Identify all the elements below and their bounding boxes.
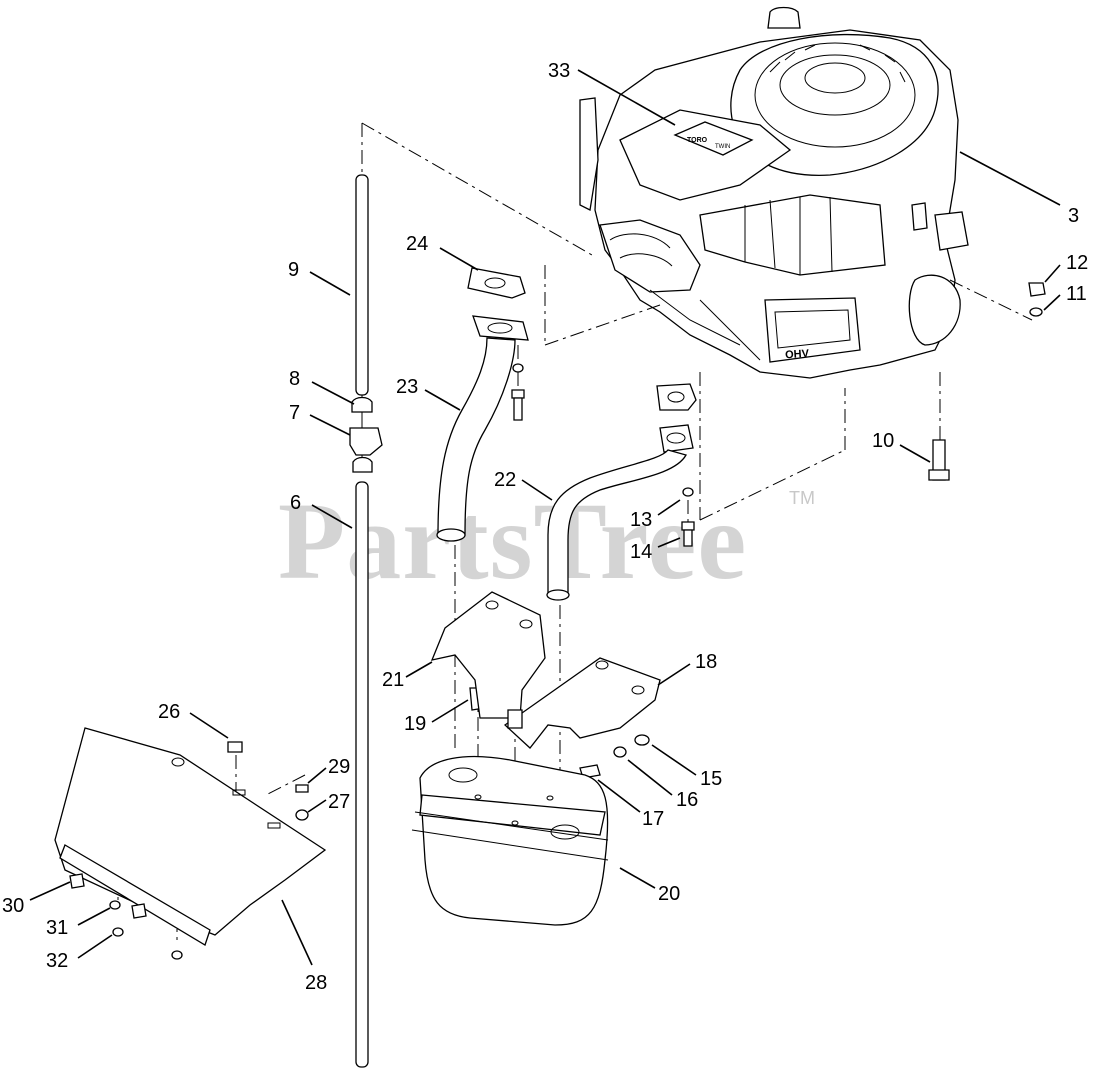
callout-17: 17 (642, 808, 664, 830)
heat-shield (54, 727, 327, 960)
callout-32: 32 (46, 950, 68, 972)
callout-6: 6 (290, 492, 301, 514)
leader-lines (29, 69, 1061, 966)
callout-24: 24 (406, 233, 428, 255)
callout-19: 19 (404, 713, 426, 735)
exhaust-pipe-22 (546, 424, 694, 601)
callout-18: 18 (695, 651, 717, 673)
callout-31: 31 (46, 917, 68, 939)
callout-9: 9 (288, 259, 299, 281)
callout-30: 30 (2, 895, 24, 917)
callout-15: 15 (700, 768, 722, 790)
callout-16: 16 (676, 789, 698, 811)
callout-12: 12 (1066, 252, 1088, 274)
callout-22: 22 (494, 469, 516, 491)
callout-8: 8 (289, 368, 300, 390)
engine-ohv-mark: OHV (785, 348, 810, 362)
exhaust-pipe-23 (436, 315, 529, 542)
callout-7: 7 (289, 402, 300, 424)
callout-20: 20 (658, 883, 680, 905)
callout-3: 3 (1068, 205, 1079, 227)
watermark-trademark: TM (789, 488, 815, 508)
engine-assembly: TORO TWIN OHV (579, 6, 969, 379)
callout-10: 10 (872, 430, 894, 452)
callout-11: 11 (1066, 283, 1087, 305)
callout-labels: 33 3 24 9 12 11 8 23 7 10 22 6 13 14 18 … (2, 60, 1088, 994)
callout-21: 21 (382, 669, 404, 691)
callout-29: 29 (328, 756, 350, 778)
callout-13: 13 (630, 509, 652, 531)
muffler (411, 755, 609, 926)
callout-26: 26 (158, 701, 180, 723)
engine-badge-brand: TORO (687, 137, 708, 144)
exhaust-gasket-24 (467, 267, 526, 299)
bracket-18 (503, 657, 661, 749)
bracket-21 (430, 591, 546, 719)
exhaust-gasket-22a (656, 383, 697, 411)
callout-14: 14 (630, 541, 652, 563)
callout-27: 27 (328, 791, 350, 813)
callout-28: 28 (305, 972, 327, 994)
breather-tube (349, 174, 383, 1068)
callout-23: 23 (396, 376, 418, 398)
engine-badge-model: TWIN (715, 144, 730, 150)
callout-33: 33 (548, 60, 570, 82)
